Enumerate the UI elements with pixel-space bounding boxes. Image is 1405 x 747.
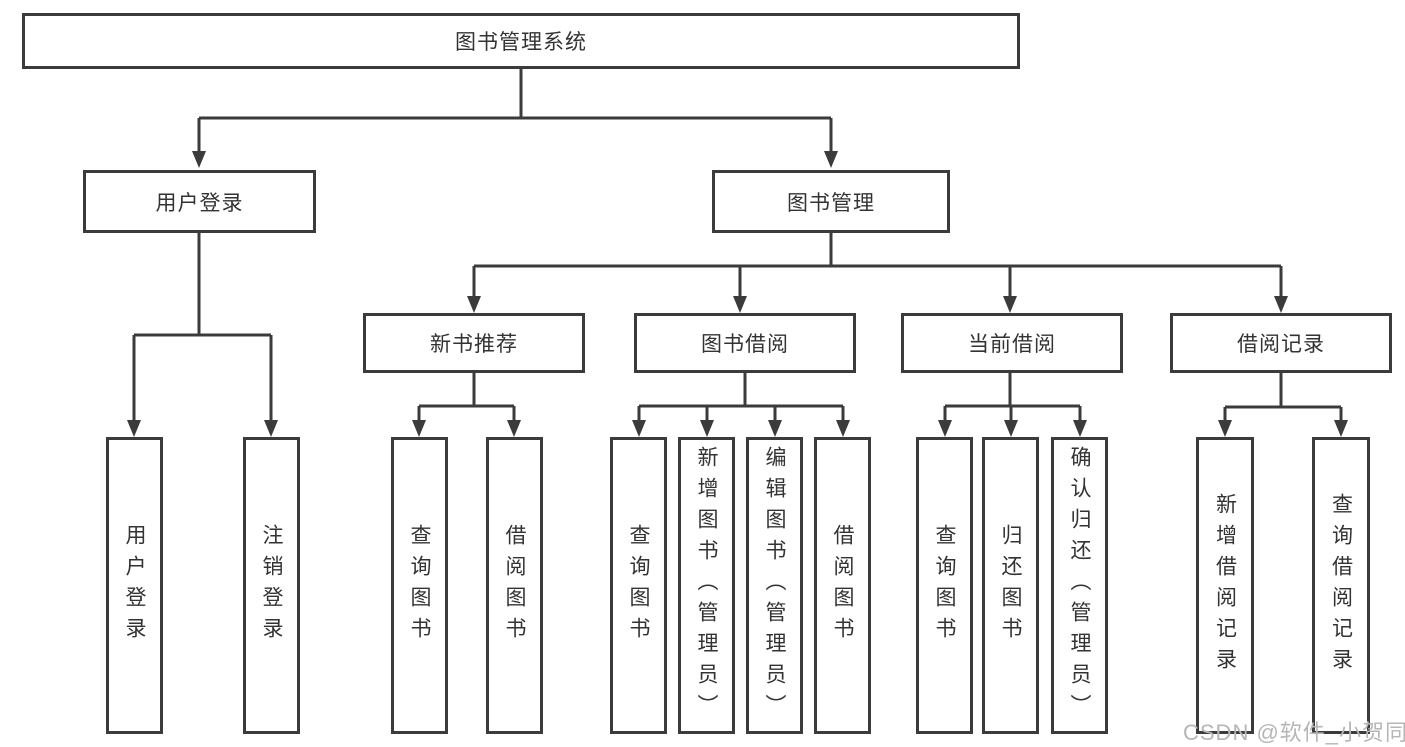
- node-new-book-recommendation-label: 新书推荐: [430, 333, 518, 356]
- leaf-logout: 注销登录: [243, 437, 300, 734]
- leaf-add-book-admin: 新增图书（管理员）: [678, 437, 735, 734]
- arrowhead-down-icon: [632, 420, 646, 437]
- node-book-management-label: 图书管理: [787, 191, 875, 215]
- leaf-borrow-books-borrowing-label: 借阅图书: [831, 523, 854, 648]
- node-book-borrowing-label: 图书借阅: [701, 333, 789, 356]
- leaf-query-books-current-label: 查询图书: [933, 523, 956, 648]
- watermark: CSDN @软件_小贺同学: [1183, 720, 1405, 745]
- leaf-query-borrow-record: 查询借阅记录: [1312, 437, 1370, 734]
- leaf-return-books: 归还图书: [982, 437, 1039, 734]
- arrowhead-down-icon: [768, 420, 782, 437]
- arrowhead-down-icon: [1274, 296, 1288, 313]
- arrowhead-down-icon: [127, 420, 141, 437]
- arrowhead-down-icon: [1334, 420, 1348, 437]
- leaf-logout-label: 注销登录: [260, 523, 283, 648]
- arrowhead-down-icon: [412, 420, 426, 437]
- arrowheads: [127, 151, 1348, 437]
- leaf-query-books-borrowing: 查询图书: [610, 437, 667, 734]
- leaf-query-books-current: 查询图书: [916, 437, 973, 734]
- node-current-borrowing: 当前借阅: [901, 313, 1123, 373]
- leaf-borrow-books-recommend: 借阅图书: [486, 437, 543, 734]
- arrowhead-down-icon: [264, 420, 278, 437]
- leaf-user-login-label: 用户登录: [123, 523, 146, 648]
- node-current-borrowing-label: 当前借阅: [968, 333, 1056, 356]
- leaf-edit-book-admin-label: 编辑图书（管理员）: [763, 446, 786, 725]
- leaf-query-books-borrowing-label: 查询图书: [627, 523, 650, 648]
- leaf-borrow-books-recommend-label: 借阅图书: [503, 523, 526, 648]
- arrowhead-down-icon: [733, 296, 747, 313]
- node-book-management: 图书管理: [712, 170, 950, 233]
- leaf-confirm-return-admin: 确认归还（管理员）: [1051, 437, 1108, 734]
- arrowhead-down-icon: [192, 151, 206, 168]
- node-new-book-recommendation: 新书推荐: [363, 313, 585, 373]
- arrowhead-down-icon: [1003, 296, 1017, 313]
- arrowhead-down-icon: [938, 420, 952, 437]
- leaf-return-books-label: 归还图书: [999, 523, 1022, 648]
- node-borrowing-records-label: 借阅记录: [1237, 333, 1325, 356]
- leaf-borrow-books-borrowing: 借阅图书: [814, 437, 871, 734]
- leaf-add-book-admin-label: 新增图书（管理员）: [695, 446, 718, 725]
- arrowhead-down-icon: [700, 420, 714, 437]
- node-root-label: 图书管理系统: [455, 31, 587, 54]
- arrowhead-down-icon: [824, 151, 838, 168]
- arrowhead-down-icon: [507, 420, 521, 437]
- arrowhead-down-icon: [1004, 420, 1018, 437]
- node-root: 图书管理系统: [22, 13, 1020, 69]
- node-borrowing-records: 借阅记录: [1170, 313, 1392, 373]
- leaf-query-books-recommend: 查询图书: [391, 437, 448, 734]
- leaf-add-borrow-record: 新增借阅记录: [1196, 437, 1254, 734]
- arrowhead-down-icon: [1073, 420, 1087, 437]
- leaf-query-borrow-record-label: 查询借阅记录: [1329, 492, 1353, 679]
- node-user-login: 用户登录: [83, 170, 316, 233]
- node-book-borrowing: 图书借阅: [634, 313, 856, 373]
- arrowhead-down-icon: [836, 420, 850, 437]
- leaf-add-borrow-record-label: 新增借阅记录: [1213, 492, 1237, 679]
- leaf-query-books-recommend-label: 查询图书: [408, 523, 431, 648]
- arrowhead-down-icon: [1218, 420, 1232, 437]
- node-user-login-label: 用户登录: [155, 191, 244, 215]
- leaf-confirm-return-admin-label: 确认归还（管理员）: [1068, 446, 1091, 725]
- leaf-edit-book-admin: 编辑图书（管理员）: [746, 437, 803, 734]
- leaf-user-login: 用户登录: [106, 437, 163, 734]
- arrowhead-down-icon: [467, 296, 481, 313]
